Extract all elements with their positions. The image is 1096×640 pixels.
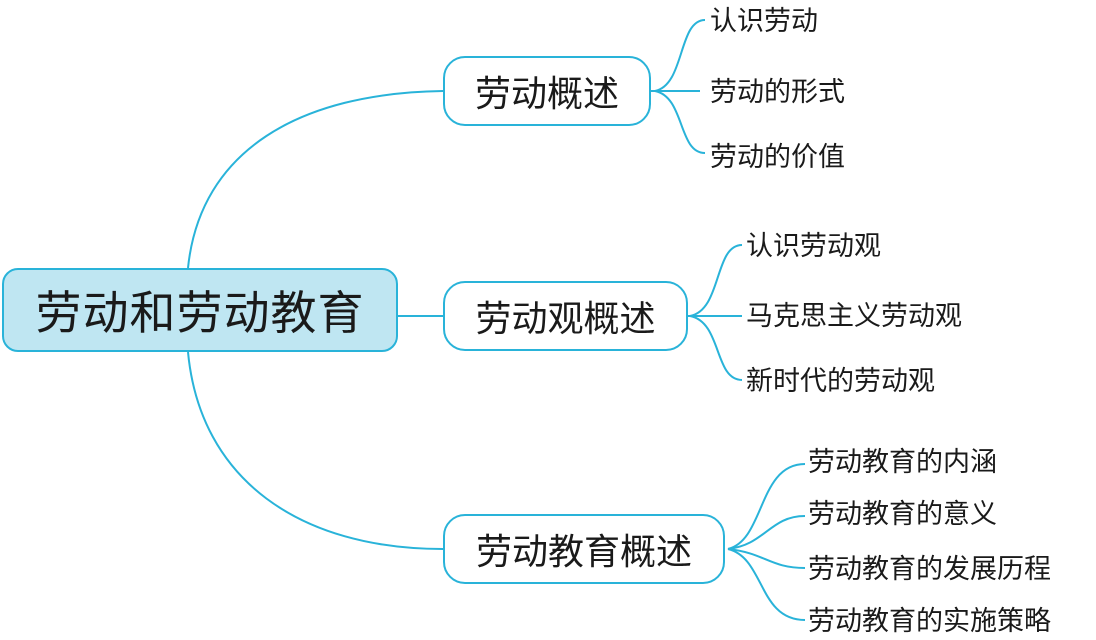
link-branch-1-leaf-1 <box>654 19 706 92</box>
link-branch-2-leaf-1 <box>689 244 743 317</box>
link-branch-3-leaf-1 <box>727 463 806 550</box>
root-node: 劳动和劳动教育 <box>2 268 398 352</box>
leaf-3-4: 劳动教育的实施策略 <box>808 606 1051 637</box>
leaf-3-3: 劳动教育的发展历程 <box>808 554 1051 585</box>
leaf-3-1: 劳动教育的内涵 <box>808 447 997 478</box>
leaf-2-1: 认识劳动观 <box>746 231 881 262</box>
link-branch-1-leaf-3 <box>654 90 706 154</box>
link-root-branch-1 <box>187 90 444 269</box>
leaf-1-3: 劳动的价值 <box>710 142 845 173</box>
leaf-2-2: 马克思主义劳动观 <box>746 301 962 332</box>
link-branch-2-leaf-3 <box>689 315 743 381</box>
link-root-branch-3 <box>187 351 444 550</box>
leaf-2-3: 新时代的劳动观 <box>746 366 935 397</box>
branch-labor-view-overview: 劳动观概述 <box>443 281 688 351</box>
link-branch-3-leaf-3 <box>727 548 806 569</box>
branch-labor-education-overview: 劳动教育概述 <box>443 514 725 584</box>
branch-labor-overview: 劳动概述 <box>443 56 651 126</box>
leaf-1-2: 劳动的形式 <box>710 77 845 108</box>
link-branch-3-leaf-2 <box>727 515 806 550</box>
link-branch-3-leaf-4 <box>727 548 806 621</box>
leaf-1-1: 认识劳动 <box>710 6 818 37</box>
leaf-3-2: 劳动教育的意义 <box>808 499 997 530</box>
